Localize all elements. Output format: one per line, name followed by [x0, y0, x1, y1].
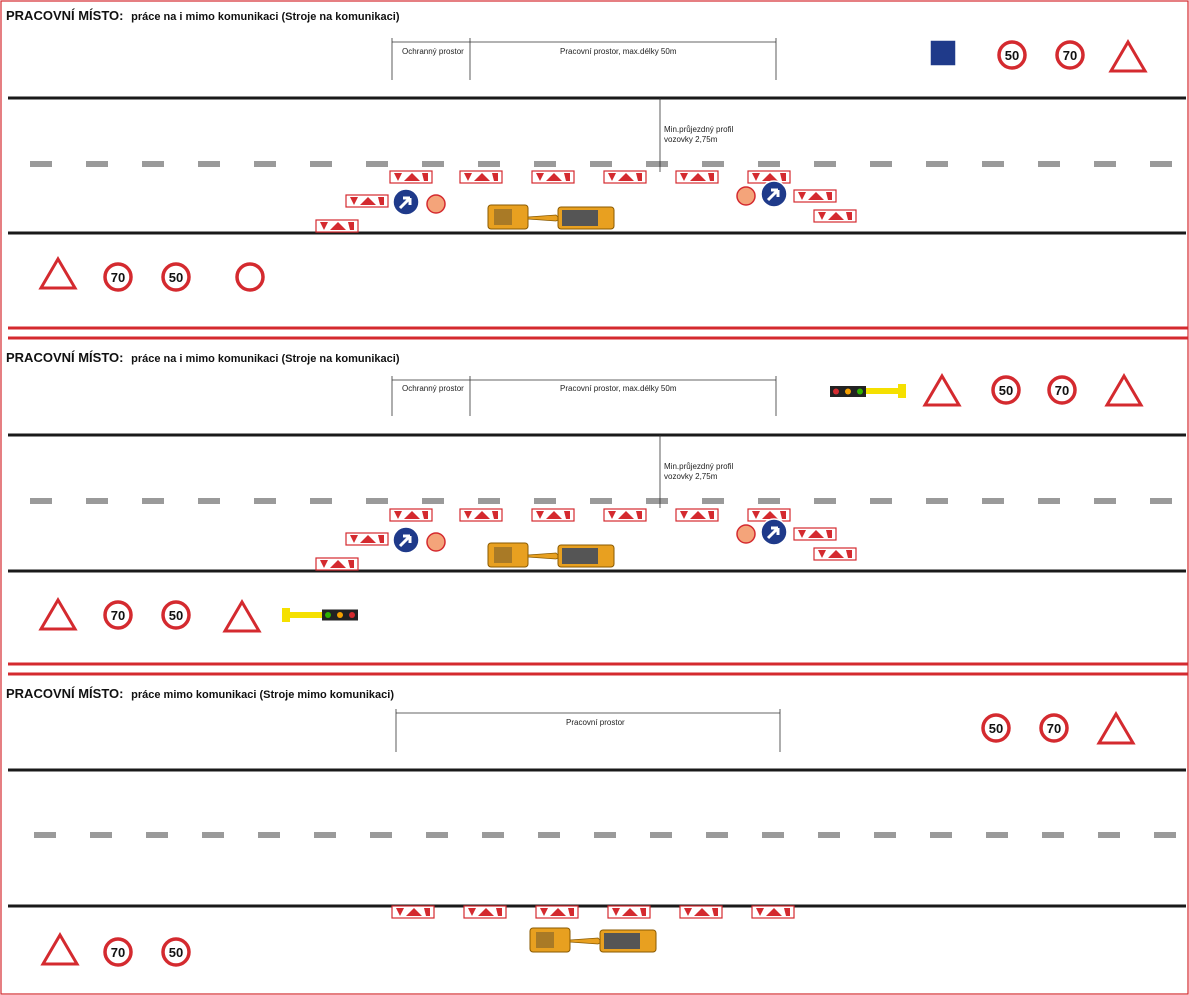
- panel-1: PRACOVNÍ MÍSTO: práce na i mimo komunika…: [6, 8, 1186, 292]
- barrier: [315, 219, 359, 233]
- barrier: [535, 905, 579, 919]
- roadworks-sign: [1109, 40, 1147, 73]
- warning-light: [426, 532, 446, 552]
- excavator-machine: [487, 204, 615, 230]
- keep-left-sign: [391, 525, 421, 555]
- speed-value: 50: [169, 608, 183, 623]
- barrier: [345, 532, 389, 546]
- speed-value: 70: [111, 608, 125, 623]
- title-sub: práce na i mimo komunikaci (Stroje na ko…: [131, 11, 400, 23]
- speed-value: 70: [1047, 721, 1061, 736]
- barrier: [389, 508, 433, 522]
- speed-value: 50: [169, 945, 183, 960]
- panel-3: PRACOVNÍ MÍSTO: práce mimo komunikaci (S…: [6, 686, 1186, 967]
- keep-left-sign: [391, 187, 421, 217]
- protective-space-label: Ochranný prostor: [402, 384, 464, 393]
- speed-value: 70: [111, 945, 125, 960]
- speed-value: 50: [169, 270, 183, 285]
- page-title-2: PRACOVNÍ MÍSTO: práce na i mimo komunika…: [6, 350, 400, 365]
- roadworks-sign: [41, 933, 79, 966]
- traffic-light-warning-sign: [923, 374, 961, 407]
- title-main: PRACOVNÍ MÍSTO:: [6, 686, 124, 701]
- keep-right-sign: [759, 517, 789, 547]
- min-profile-label-1: Min.průjezdný profil: [664, 125, 734, 134]
- barrier: [793, 527, 837, 541]
- barrier: [679, 905, 723, 919]
- page-title-3: PRACOVNÍ MÍSTO: práce mimo komunikaci (S…: [6, 686, 394, 701]
- page-title-1: PRACOVNÍ MÍSTO: práce na i mimo komunika…: [6, 8, 400, 23]
- speed-value: 50: [1005, 48, 1019, 63]
- barrier: [463, 905, 507, 919]
- barrier: [675, 508, 719, 522]
- barrier: [675, 170, 719, 184]
- min-profile-label-1: Min.průjezdný profil: [664, 462, 734, 471]
- barrier: [793, 189, 837, 203]
- protective-space-label: Ochranný prostor: [402, 47, 464, 56]
- dimension-lines: [391, 376, 777, 416]
- barrier: [391, 905, 435, 919]
- barrier: [813, 547, 857, 561]
- roadworks-sign: [39, 257, 77, 290]
- speed-value: 70: [1055, 383, 1069, 398]
- barrier: [531, 170, 575, 184]
- barrier: [603, 170, 647, 184]
- title-sub: práce na i mimo komunikaci (Stroje na ko…: [131, 353, 400, 365]
- barrier: [813, 209, 857, 223]
- dimension-lines: [391, 38, 777, 80]
- barrier: [607, 905, 651, 919]
- excavator-machine: [487, 542, 615, 568]
- info-sign: [929, 39, 957, 67]
- traffic-light-warning-sign: [223, 600, 261, 633]
- barrier: [315, 557, 359, 571]
- barrier: [531, 508, 575, 522]
- work-space-label: Pracovní prostor, max.délky 50m: [560, 47, 677, 56]
- speed-value: 50: [989, 721, 1003, 736]
- barrier: [603, 508, 647, 522]
- work-space-label: Pracovní prostor: [566, 718, 625, 727]
- title-sub: práce mimo komunikaci (Stroje mimo komun…: [131, 689, 394, 701]
- barrier: [459, 508, 503, 522]
- warning-light: [736, 186, 756, 206]
- warning-light: [736, 524, 756, 544]
- work-space-label: Pracovní prostor, max.délky 50m: [560, 384, 677, 393]
- barrier: [345, 194, 389, 208]
- traffic-light-signal: [282, 608, 358, 622]
- excavator-machine: [529, 927, 657, 953]
- panel-2: PRACOVNÍ MÍSTO: práce na i mimo komunika…: [6, 350, 1186, 633]
- title-main: PRACOVNÍ MÍSTO:: [6, 8, 124, 23]
- speed-value: 70: [111, 270, 125, 285]
- barrier: [751, 905, 795, 919]
- keep-right-sign: [759, 179, 789, 209]
- min-profile-label-2: vozovky 2,75m: [664, 472, 718, 481]
- barrier: [389, 170, 433, 184]
- speed-value: 70: [1063, 48, 1077, 63]
- traffic-light-signal: [830, 384, 906, 398]
- roadworks-sign: [1105, 374, 1143, 407]
- roadworks-sign: [39, 598, 77, 631]
- barrier: [459, 170, 503, 184]
- dimension-lines: [395, 709, 781, 752]
- min-profile-label-2: vozovky 2,75m: [664, 135, 718, 144]
- warning-light: [426, 194, 446, 214]
- speed-value: 50: [999, 383, 1013, 398]
- roadworks-sign: [1097, 712, 1135, 745]
- priority-sign: [235, 262, 265, 292]
- title-main: PRACOVNÍ MÍSTO:: [6, 350, 124, 365]
